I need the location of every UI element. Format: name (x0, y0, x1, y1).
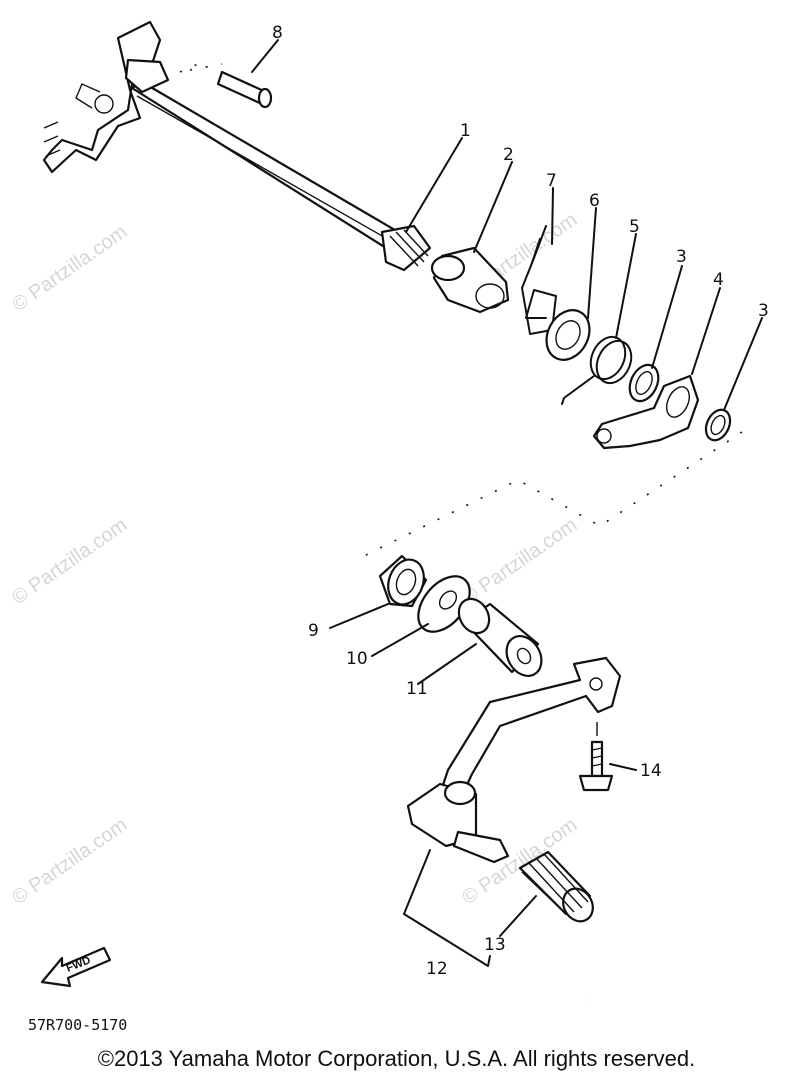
callout-6: 6 (589, 191, 600, 211)
bolt-part (578, 722, 614, 792)
callout-11: 11 (406, 679, 428, 699)
callout-labels: 1 2 3 4 5 6 7 8 9 10 11 12 13 14 3 (272, 23, 769, 979)
diagram-code: 57R700-5170 (28, 1016, 127, 1034)
dowel-pin-part (179, 63, 273, 109)
callout-4: 4 (713, 270, 724, 290)
oil-seal-part (378, 554, 428, 608)
callout-7: 7 (546, 171, 557, 191)
washer-part (545, 309, 591, 361)
assembly-guide-lines (363, 431, 743, 557)
callout-2: 2 (503, 145, 514, 165)
shift-shaft-part (42, 20, 432, 272)
callout-10: 10 (346, 649, 368, 669)
circlip-part (704, 408, 732, 442)
collar-part (430, 246, 510, 314)
callout-3-second: 3 (758, 301, 769, 321)
rubber-pedal-part (518, 850, 594, 923)
leader-lines (251, 39, 763, 967)
callout-12: 12 (426, 959, 448, 979)
forward-arrow-icon: FWD (40, 946, 112, 988)
watermark: © Partzilla.com (8, 514, 131, 609)
callout-5: 5 (629, 217, 640, 237)
watermark: © Partzilla.com (458, 514, 581, 609)
callout-8: 8 (272, 23, 283, 43)
callout-13: 13 (484, 935, 506, 955)
shift-pedal-part (406, 656, 622, 864)
watermark: © Partzilla.com (8, 814, 131, 909)
bushing-part (457, 597, 543, 677)
callout-9: 9 (308, 621, 319, 641)
shift-arm-part (592, 374, 700, 450)
callout-1: 1 (460, 121, 471, 141)
callout-14: 14 (640, 761, 662, 781)
watermark-layer: © Partzilla.com © Partzilla.com © Partzi… (8, 209, 581, 909)
watermark: © Partzilla.com (8, 221, 131, 316)
copyright-notice: ©2013 Yamaha Motor Corporation, U.S.A. A… (97, 1046, 696, 1071)
callout-3: 3 (676, 247, 687, 267)
spring-part (561, 335, 633, 405)
